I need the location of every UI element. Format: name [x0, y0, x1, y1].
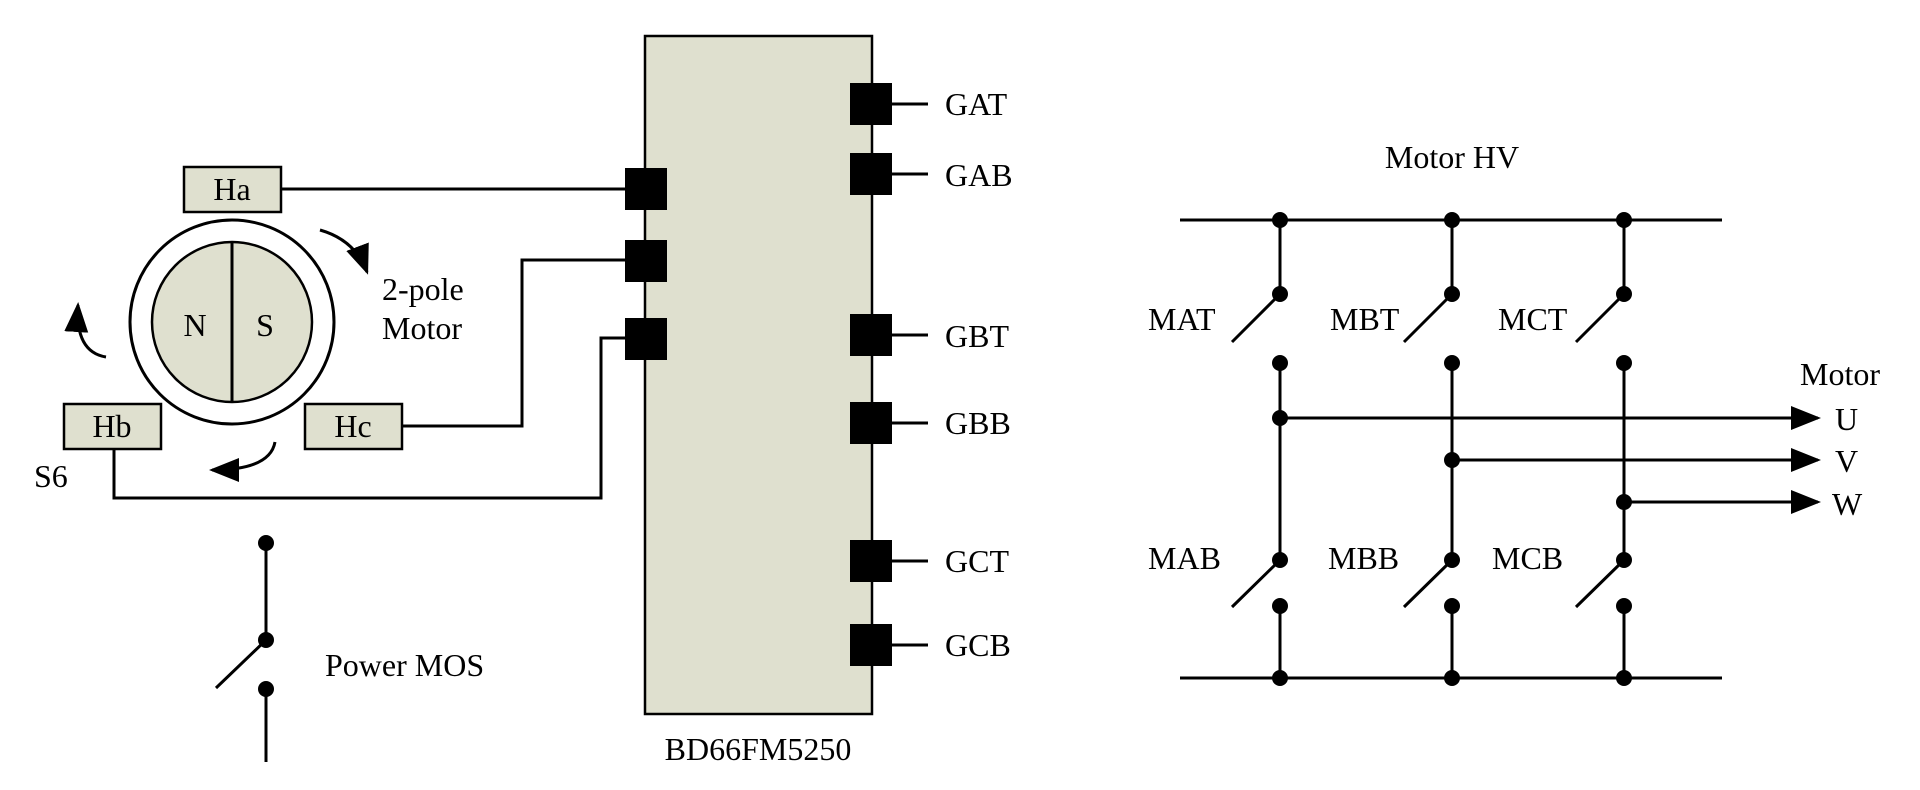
power-mos-symbol: Power MOS — [214, 535, 484, 762]
hall-sensor-hb: Hb — [62, 402, 163, 451]
ic-input-pin-a — [625, 168, 667, 210]
ic-output-gat: GAT — [945, 86, 1008, 122]
ic-pin-gat — [850, 83, 892, 125]
s6-label: S6 — [34, 458, 68, 494]
motor-rotor: N S — [128, 218, 336, 426]
ic-pin-gbt — [850, 314, 892, 356]
ic-name: BD66FM5250 — [665, 731, 852, 767]
phase-v-label: V — [1835, 443, 1858, 479]
phase-w-label: W — [1832, 486, 1863, 522]
pole-n-label: N — [183, 307, 206, 343]
switch-label-mcb: MCB — [1492, 540, 1563, 576]
ic-pin-gct — [850, 540, 892, 582]
switch-label-mab: MAB — [1148, 540, 1221, 576]
rotation-arrows — [64, 228, 369, 482]
ic-output-gbt: GBT — [945, 318, 1009, 354]
ic-input-pin-b — [625, 240, 667, 282]
motor-label-line2: Motor — [382, 310, 462, 346]
ic-output-gbb: GBB — [945, 405, 1011, 441]
ic-output-gct: GCT — [945, 543, 1009, 579]
hall-sensor-hc-label: Hc — [334, 408, 371, 444]
phase-u-label: U — [1835, 401, 1858, 437]
hall-sensor-hc: Hc — [303, 402, 404, 451]
ic-output-gab: GAB — [945, 157, 1013, 193]
ic-chip: GAT GAB GBT GBB GCT GCB BD66FM5250 — [625, 34, 1013, 767]
ic-input-pin-c — [625, 318, 667, 360]
switch-label-mat: MAT — [1148, 301, 1216, 337]
power-mos-label: Power MOS — [325, 647, 484, 683]
switch-label-mbb: MBB — [1328, 540, 1399, 576]
motor-section: Ha Hb Hc N S 2-pole Motor S6 — [34, 165, 464, 494]
ic-pin-gab — [850, 153, 892, 195]
ic-pin-gbb — [850, 402, 892, 444]
ic-pin-gcb — [850, 624, 892, 666]
motor-label-line1: 2-pole — [382, 271, 464, 307]
leg-b — [1402, 212, 1460, 686]
hall-wires — [112, 187, 630, 500]
ic-output-gcb: GCB — [945, 627, 1011, 663]
switch-label-mbt: MBT — [1330, 301, 1400, 337]
hall-sensor-ha-label: Ha — [213, 171, 250, 207]
hall-sensor-hb-label: Hb — [92, 408, 131, 444]
hall-sensor-ha: Ha — [182, 165, 283, 214]
leg-c — [1574, 212, 1632, 686]
bridge-title: Motor HV — [1385, 139, 1519, 175]
pole-s-label: S — [256, 307, 274, 343]
three-phase-bridge: Motor HV — [1148, 139, 1880, 686]
motor-output-label: Motor — [1800, 356, 1880, 392]
switch-label-mct: MCT — [1498, 301, 1568, 337]
leg-a — [1230, 212, 1288, 686]
